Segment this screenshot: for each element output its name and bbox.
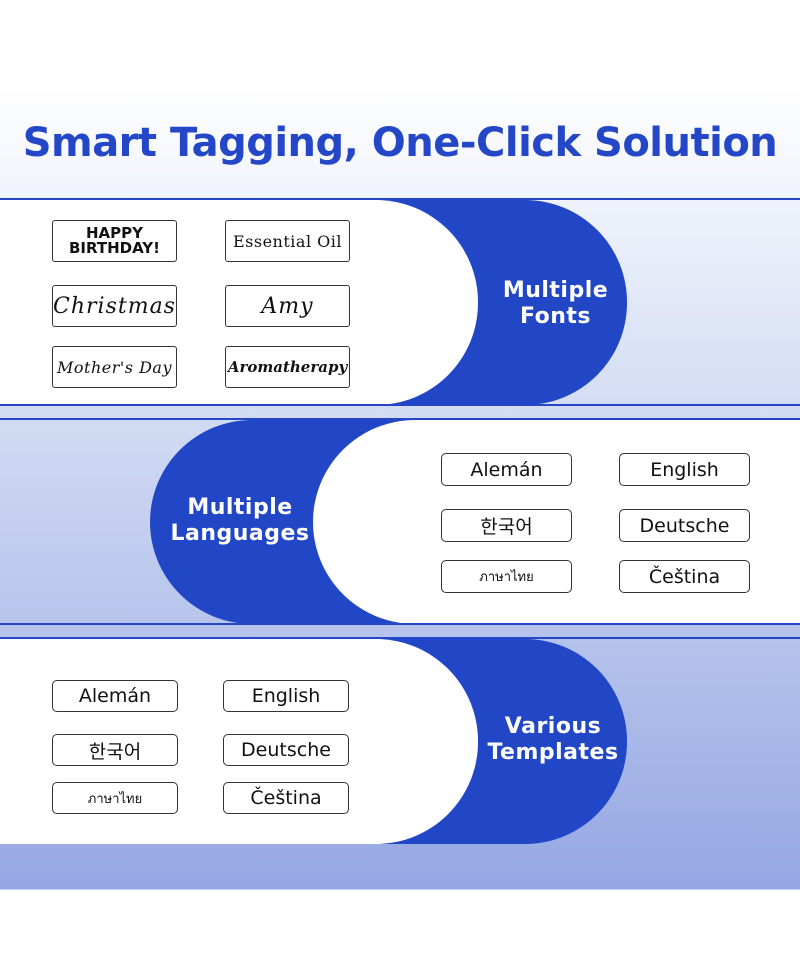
- font-tag-amy: Amy: [225, 285, 350, 327]
- language-tag-korean: 한국어: [441, 509, 572, 542]
- languages-heading: Multiple Languages: [160, 495, 320, 547]
- template-tag-aleman: Alemán: [52, 680, 178, 712]
- language-tag-cestina: Čeština: [619, 560, 750, 593]
- fonts-heading-line2: Fonts: [519, 304, 592, 329]
- font-tag-line2: BIRTHDAY!: [68, 239, 160, 257]
- template-tag-cestina: Čeština: [223, 782, 349, 814]
- font-tag-mothers-day: Mother's Day: [52, 346, 177, 388]
- languages-heading-line1: Multiple: [187, 495, 293, 520]
- template-tag-thai: ภาษาไทย: [52, 782, 178, 814]
- language-tag-aleman: Alemán: [441, 453, 572, 486]
- language-tag-english: English: [619, 453, 750, 486]
- font-tag-christmas: Christmas: [52, 285, 177, 327]
- fonts-heading: Multiple Fonts: [488, 278, 623, 330]
- font-tag-aromatherapy: Aromatherapy: [225, 346, 350, 388]
- page-title: Smart Tagging, One-Click Solution: [22, 120, 778, 166]
- section-divider: [0, 418, 800, 420]
- language-tag-thai: ภาษาไทย: [441, 560, 572, 593]
- fonts-heading-line1: Multiple: [502, 278, 609, 303]
- template-tag-korean: 한국어: [52, 734, 178, 766]
- section-divider: [0, 623, 800, 625]
- templates-heading-line1: Various: [504, 714, 602, 739]
- section-divider: [0, 637, 800, 639]
- languages-heading-line2: Languages: [170, 521, 310, 546]
- section-divider: [0, 404, 800, 406]
- font-tag-essential-oil: Essential Oil: [225, 220, 350, 262]
- language-tag-deutsche: Deutsche: [619, 509, 750, 542]
- font-tag-happy-birthday: HAPPY BIRTHDAY!: [52, 220, 177, 262]
- template-tag-english: English: [223, 680, 349, 712]
- templates-heading-line2: Templates: [487, 740, 619, 765]
- templates-heading: Various Templates: [478, 714, 628, 766]
- section-divider: [0, 198, 800, 200]
- font-tag-line1: HAPPY: [85, 224, 143, 242]
- template-tag-deutsche: Deutsche: [223, 734, 349, 766]
